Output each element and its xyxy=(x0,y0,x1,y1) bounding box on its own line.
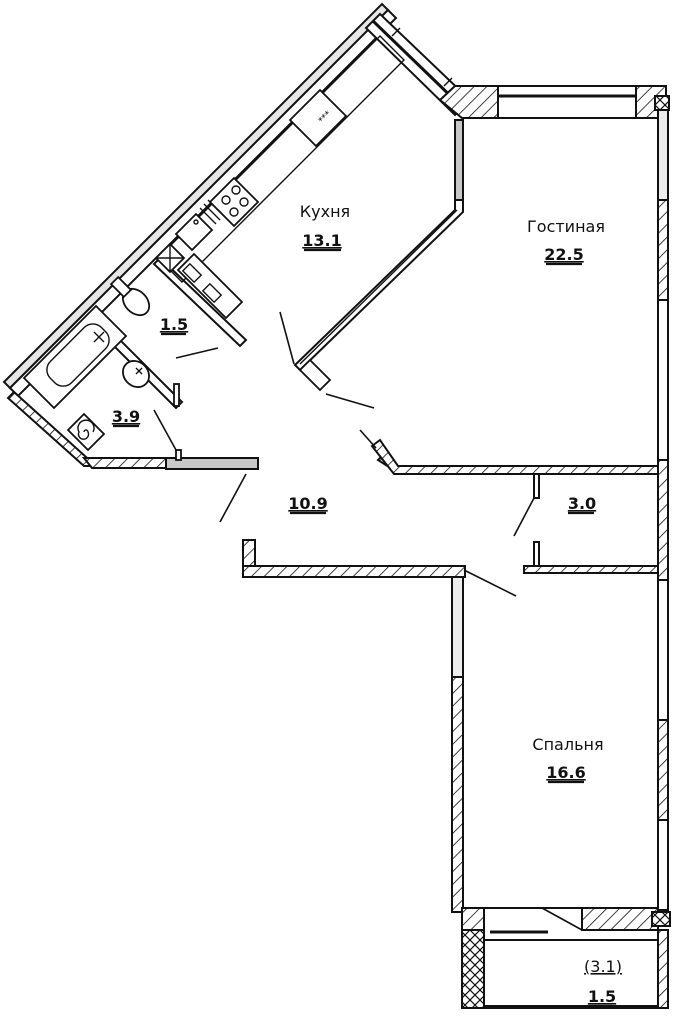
room-label-hall: 10.9 xyxy=(288,494,328,515)
washing-machine-icon xyxy=(176,252,244,320)
room-name: Кухня xyxy=(300,202,350,221)
room-full-area: (3.1) xyxy=(584,957,622,976)
room-name: Спальня xyxy=(532,735,603,754)
dishwasher-icon xyxy=(154,242,186,274)
boiler-icon xyxy=(66,412,106,452)
room-area: 22.5 xyxy=(544,245,583,264)
wall-living-hall xyxy=(370,438,659,475)
room-label-bathroom: 3.9 xyxy=(112,407,140,428)
room-area: 3.9 xyxy=(112,407,140,426)
fridge-icon: *** xyxy=(288,88,348,148)
room-name: Гостиная xyxy=(527,217,605,236)
room-label-bedroom: Спальня 16.6 xyxy=(532,735,604,784)
storage-walls xyxy=(523,473,659,574)
exterior-wall-right xyxy=(657,109,669,911)
doors xyxy=(153,311,583,931)
room-label-balcony: (3.1) 1.5 xyxy=(584,957,622,1008)
room-area: 1.5 xyxy=(588,987,616,1006)
bathtub-icon xyxy=(22,304,128,410)
room-area: 3.0 xyxy=(568,494,596,513)
exterior-wall-top xyxy=(438,85,670,119)
exterior-wall-northwest xyxy=(2,2,398,398)
room-label-kitchen: Кухня 13.1 xyxy=(300,202,350,252)
room-area: 1.5 xyxy=(160,315,188,334)
sink-icon xyxy=(174,199,225,252)
balcony-walls xyxy=(461,907,671,1009)
room-area: 13.1 xyxy=(302,231,341,250)
wall-hall-bedroom xyxy=(242,539,466,913)
room-label-living: Гостиная 22.5 xyxy=(527,217,605,266)
room-area: 16.6 xyxy=(546,763,585,782)
room-label-toilet: 1.5 xyxy=(160,315,188,336)
room-area: 10.9 xyxy=(288,494,327,513)
exterior-wall-bathroom xyxy=(6,390,259,470)
room-label-storage: 3.0 xyxy=(568,494,596,515)
washbasin-icon xyxy=(122,360,150,388)
toilet-icon xyxy=(109,275,151,317)
